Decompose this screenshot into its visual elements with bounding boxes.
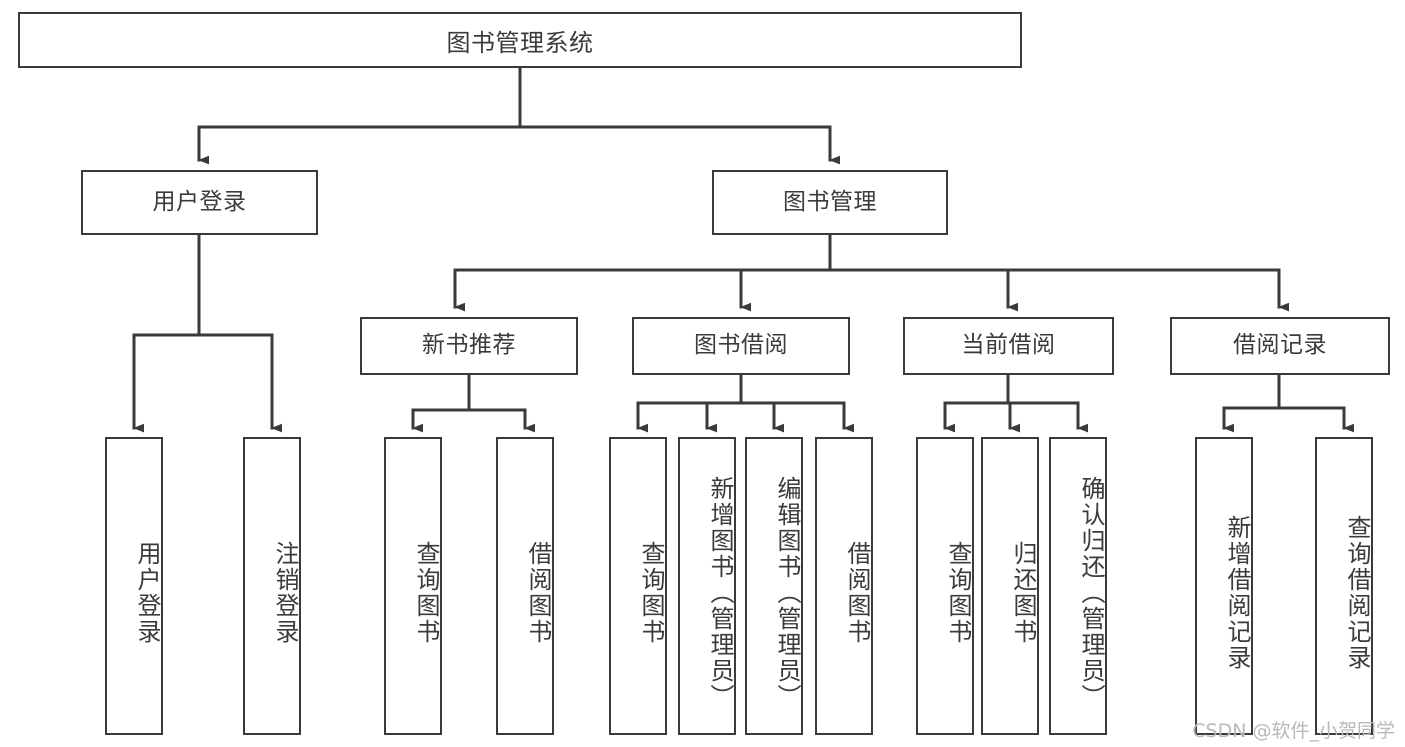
node-leaf-query-book-1[interactable]: 查询图书 <box>384 437 442 735</box>
node-leaf-query-book-2[interactable]: 查询图书 <box>609 437 667 735</box>
node-leaf-borrow-book-2[interactable]: 借阅图书 <box>815 437 873 735</box>
node-leaf-add-book[interactable]: 新增图书（管理员） <box>678 437 736 735</box>
node-leaf-query-book-1-label: 查询图书 <box>412 541 440 645</box>
node-leaf-edit-book[interactable]: 编辑图书（管理员） <box>745 437 803 735</box>
node-leaf-edit-book-label: 编辑图书（管理员） <box>773 476 801 710</box>
node-leaf-query-record-label: 查询借阅记录 <box>1343 515 1371 671</box>
node-current-borrow[interactable]: 当前借阅 <box>903 317 1114 375</box>
node-leaf-query-book-2-label: 查询图书 <box>637 541 665 645</box>
node-new-book-recommend-label: 新书推荐 <box>422 332 516 359</box>
node-leaf-return-book[interactable]: 归还图书 <box>981 437 1039 735</box>
node-leaf-confirm-return[interactable]: 确认归还（管理员） <box>1049 437 1107 735</box>
node-leaf-add-record[interactable]: 新增借阅记录 <box>1195 437 1253 735</box>
node-book-borrow[interactable]: 图书借阅 <box>632 317 850 375</box>
node-leaf-borrow-book-1-label: 借阅图书 <box>524 541 552 645</box>
node-leaf-confirm-return-label: 确认归还（管理员） <box>1077 476 1105 710</box>
node-leaf-query-book-3-label: 查询图书 <box>944 541 972 645</box>
node-leaf-user-login[interactable]: 用户登录 <box>105 437 163 735</box>
node-leaf-logout[interactable]: 注销登录 <box>243 437 301 735</box>
node-book-management-label: 图书管理 <box>783 188 877 215</box>
node-leaf-query-book-3[interactable]: 查询图书 <box>916 437 974 735</box>
node-leaf-add-record-label: 新增借阅记录 <box>1223 515 1251 671</box>
node-leaf-borrow-book-1[interactable]: 借阅图书 <box>496 437 554 735</box>
node-leaf-borrow-book-2-label: 借阅图书 <box>843 541 871 645</box>
node-borrow-record[interactable]: 借阅记录 <box>1170 317 1390 375</box>
node-book-borrow-label: 图书借阅 <box>694 332 788 359</box>
node-new-book-recommend[interactable]: 新书推荐 <box>360 317 578 375</box>
node-user-login-label: 用户登录 <box>152 188 247 215</box>
node-user-login[interactable]: 用户登录 <box>81 170 318 235</box>
node-leaf-return-book-label: 归还图书 <box>1009 541 1037 645</box>
node-leaf-logout-label: 注销登录 <box>271 541 299 645</box>
node-root[interactable]: 图书管理系统 <box>18 12 1022 68</box>
node-root-label: 图书管理系统 <box>446 28 594 57</box>
node-current-borrow-label: 当前借阅 <box>961 332 1056 359</box>
node-leaf-user-login-label: 用户登录 <box>133 541 161 645</box>
node-borrow-record-label: 借阅记录 <box>1233 332 1327 359</box>
node-leaf-add-book-label: 新增图书（管理员） <box>706 476 734 710</box>
watermark: CSDN @软件_小贺同学 <box>1192 720 1395 742</box>
node-book-management[interactable]: 图书管理 <box>712 170 948 235</box>
node-leaf-query-record[interactable]: 查询借阅记录 <box>1315 437 1373 735</box>
